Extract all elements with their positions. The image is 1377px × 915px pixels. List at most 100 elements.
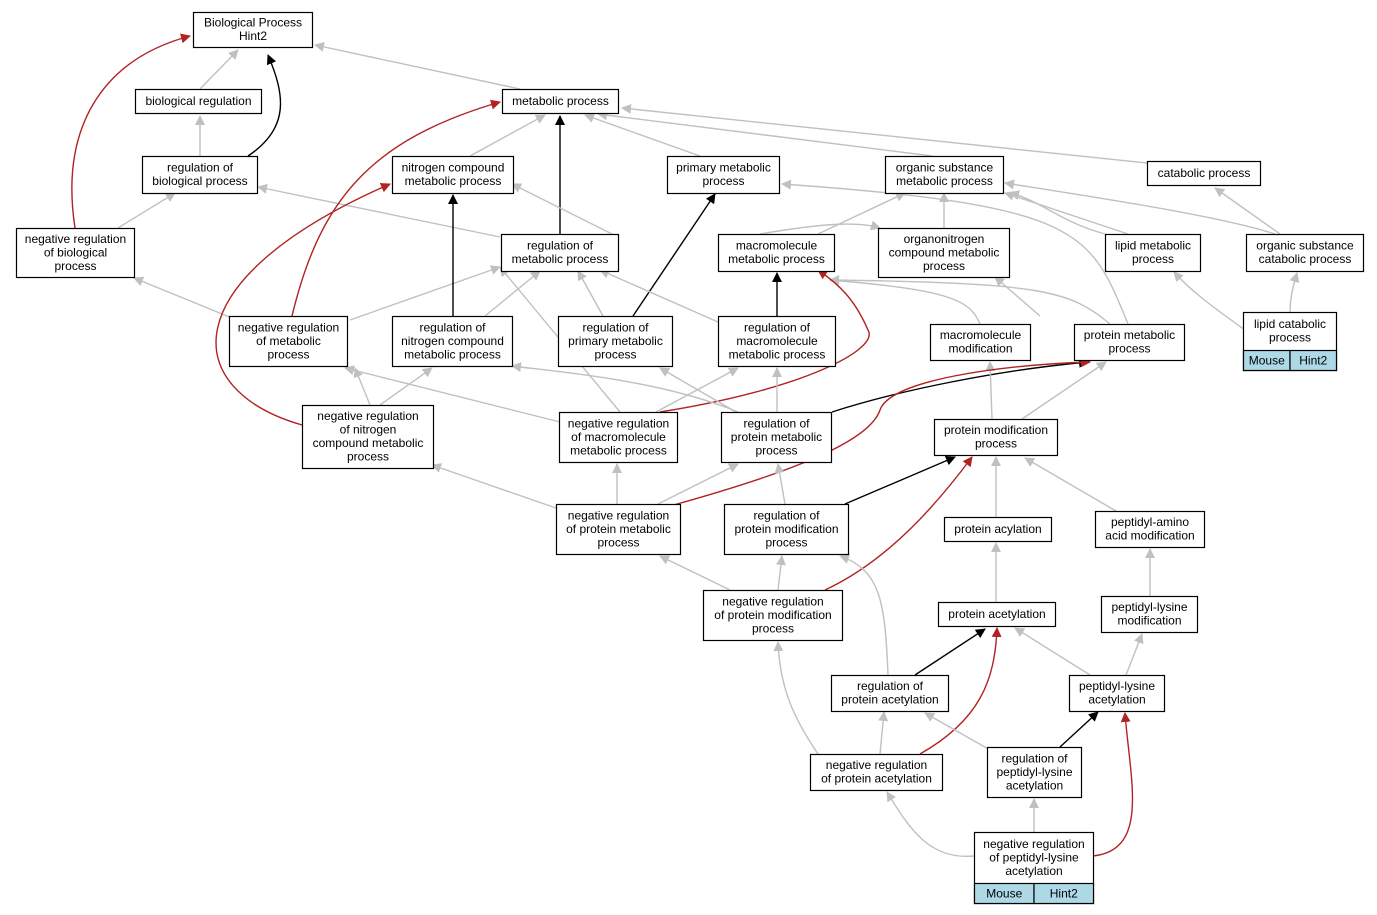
go-term-node-catabolic-process[interactable]: catabolic process [1146,160,1262,187]
node-box [702,589,844,642]
is-a-edge [839,554,889,676]
annotation-tag-label: Hint2 [1050,887,1078,901]
node-label-line: negative regulation [568,508,669,522]
annotation-tag-cell [1289,349,1338,372]
node-label-line: negative regulation [317,409,418,423]
node-label-line: process [975,437,1017,451]
node-label-line: protein modification [734,522,838,536]
node-label-line: process [1108,342,1150,356]
node-label-line: lipid catabolic [1254,317,1326,331]
node-label-line: regulation of [744,320,811,334]
node-box [1068,674,1166,713]
node-box [877,227,1011,279]
node-label-line: regulation of [753,508,820,522]
is-a-edge [773,641,819,755]
node-label-line: compound metabolic [313,436,424,450]
go-term-node-protein-acylation[interactable]: protein acylation [943,516,1053,543]
node-box [986,746,1083,799]
node-label-line: metabolic process [729,347,826,361]
node-box [929,323,1032,362]
negatively-regulates-edge [919,627,1002,755]
node-label-line: metabolic process [570,443,667,457]
is-a-edge [133,276,233,319]
node-label-line: organic substance [896,161,994,175]
negatively-regulates-edge [215,183,391,426]
node-label-line: negative regulation [238,320,339,334]
node-label-line: of protein metabolic [566,522,671,536]
node-box [720,411,833,464]
is-a-edge [659,367,737,413]
node-label-line: regulation of [1001,751,1068,765]
annotation-tag-label: Hint2 [1299,354,1327,368]
go-term-node-protein-acetylation[interactable]: protein acetylation [937,601,1057,628]
is-a-edge [1173,271,1246,331]
node-box [301,404,435,470]
node-label-line: negative regulation [25,232,126,246]
node-box [1245,233,1365,273]
node-label-line: catabolic process [1158,166,1251,180]
part-of-edge [247,54,282,157]
node-box [666,155,781,195]
node-label-line: metabolic process [512,252,609,266]
is-a-edge [117,192,176,229]
go-term-node-biological-regulation[interactable]: biological regulation [134,88,263,115]
node-label-line: of peptidyl-lysine [989,850,1079,864]
node-box [1146,160,1262,187]
node-label-line: metabolic process [896,174,993,188]
is-a-edge [1014,627,1091,676]
node-label-line: modification [948,342,1012,356]
node-label-line: macromolecule [940,328,1022,342]
node-label-line: of protein modification [714,608,831,622]
annotation-tag-label: Mouse [986,887,1022,901]
negatively-regulates-edge [291,99,501,317]
is-a-edge [257,183,501,238]
is-a-edge [199,49,239,90]
node-box [1104,233,1202,273]
part-of-edge [844,455,956,505]
node-box [717,315,837,368]
node-label-line: regulation of [743,416,810,430]
node-box [1100,595,1199,634]
negatively-regulates-edge [659,269,870,413]
is-a-edge [484,270,541,317]
node-label-line: organic substance [1256,239,1354,253]
go-term-node-metabolic-process[interactable]: metabolic process [501,88,620,115]
is-a-edge [511,183,613,235]
node-label-line: acetylation [1005,864,1062,878]
node-box [933,418,1059,457]
node-label-line: primary metabolic [676,161,771,175]
